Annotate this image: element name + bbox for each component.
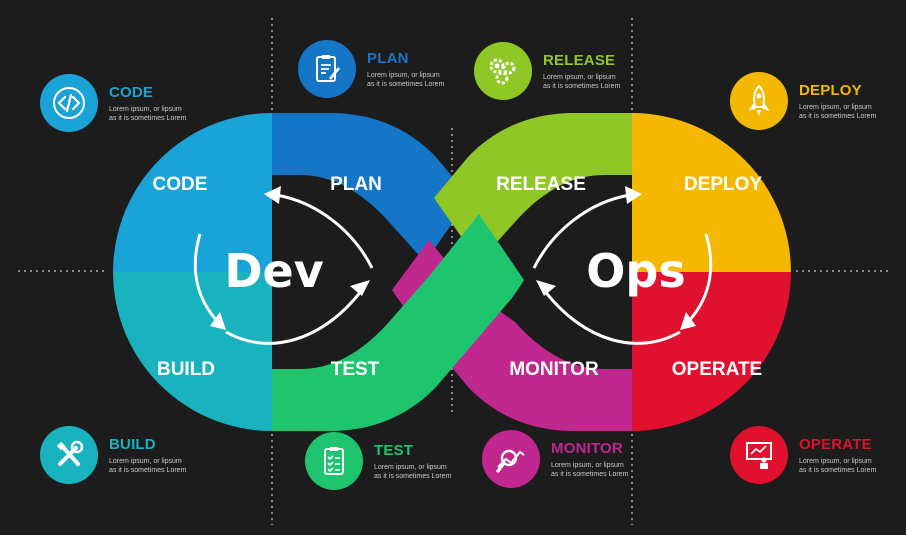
arrow-operate-to-monitor: [542, 289, 681, 345]
segment-plan: [272, 113, 470, 262]
checklist-icon: [305, 432, 363, 490]
info-title-code: CODE: [109, 84, 154, 101]
info-title-deploy: DEPLOY: [799, 82, 862, 99]
info-title-plan: PLAN: [367, 50, 409, 67]
segment-label-build: BUILD: [157, 359, 215, 380]
arrowhead-icon: [536, 280, 556, 296]
info-operate: OPERATE Lorem ipsum, or lipsum as it is …: [730, 426, 881, 484]
info-title-build: BUILD: [109, 436, 156, 453]
arrowhead-icon: [680, 312, 696, 330]
info-title-test: TEST: [374, 442, 414, 459]
info-code: CODE Lorem ipsum, or lipsum as it is som…: [40, 74, 191, 132]
arrowhead-icon: [625, 186, 642, 204]
arrow-release-to-deploy: [532, 193, 631, 269]
gears-icon: [474, 42, 532, 100]
presenter-icon: [730, 426, 788, 484]
arrowhead-icon: [210, 312, 226, 330]
arrow-deploy-to-operate: [686, 233, 713, 324]
rocket-icon: [730, 72, 788, 130]
info-deploy: DEPLOY Lorem ipsum, or lipsum as it is s…: [730, 72, 881, 130]
info-build: BUILD Lorem ipsum, or lipsum as it is so…: [40, 426, 191, 484]
segment-label-code: CODE: [153, 174, 208, 195]
segment-label-release: RELEASE: [496, 174, 586, 195]
dev-cycle-arrows: [193, 193, 374, 345]
info-desc-code: Lorem ipsum, or lipsum as it is sometime…: [109, 106, 187, 122]
info-desc-monitor: Lorem ipsum, or lipsum as it is sometime…: [551, 462, 629, 478]
info-desc-release: Lorem ipsum, or lipsum as it is sometime…: [543, 74, 621, 90]
dev-label: Dev: [224, 244, 323, 298]
code-icon: [40, 74, 98, 132]
info-release: RELEASE Lorem ipsum, or lipsum as it is …: [474, 42, 625, 100]
info-desc-test: Lorem ipsum, or lipsum as it is sometime…: [374, 464, 452, 480]
ops-label: Ops: [586, 244, 685, 298]
info-title-operate: OPERATE: [799, 436, 872, 453]
segment-label-test: TEST: [331, 359, 380, 380]
info-monitor: MONITOR Lorem ipsum, or lipsum as it is …: [482, 430, 633, 488]
segment-test: [272, 214, 524, 431]
clipboard-pen-icon: [298, 40, 356, 98]
tools-icon: [40, 426, 98, 484]
arrowhead-icon: [350, 280, 370, 296]
segment-label-monitor: MONITOR: [509, 359, 599, 380]
info-desc-plan: Lorem ipsum, or lipsum as it is sometime…: [367, 72, 445, 88]
info-plan: PLAN Lorem ipsum, or lipsum as it is som…: [298, 40, 449, 98]
info-desc-operate: Lorem ipsum, or lipsum as it is sometime…: [799, 458, 877, 474]
info-test: TEST Lorem ipsum, or lipsum as it is som…: [305, 432, 456, 490]
segment-label-operate: OPERATE: [672, 359, 762, 380]
segment-label-deploy: DEPLOY: [684, 174, 762, 195]
segment-label-plan: PLAN: [330, 174, 382, 195]
info-title-monitor: MONITOR: [551, 440, 623, 457]
arrow-code-to-build: [193, 233, 220, 324]
arrow-build-to-test: [225, 289, 364, 345]
ops-cycle-arrows: [532, 193, 713, 345]
magnifier-chart-icon: [482, 430, 540, 488]
info-title-release: RELEASE: [543, 52, 616, 69]
info-desc-build: Lorem ipsum, or lipsum as it is sometime…: [109, 458, 187, 474]
arrowhead-icon: [264, 186, 281, 204]
info-desc-deploy: Lorem ipsum, or lipsum as it is sometime…: [799, 104, 877, 120]
arrow-plan-to-code: [275, 193, 374, 269]
